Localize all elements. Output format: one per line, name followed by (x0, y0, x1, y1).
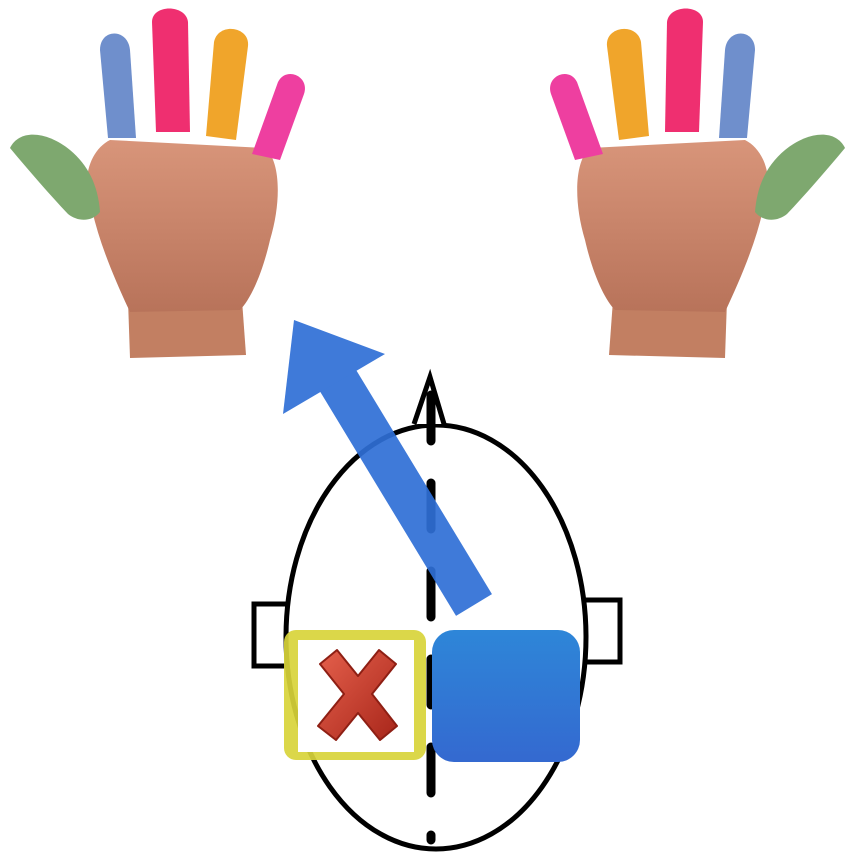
head-diagram (254, 377, 620, 849)
right-ring-finger (607, 29, 649, 140)
left-thumb (10, 135, 100, 220)
right-ear (584, 600, 620, 662)
left-hemisphere-block (284, 630, 426, 760)
left-hand (10, 9, 305, 359)
left-index-finger (100, 34, 136, 139)
right-index-finger (719, 34, 755, 139)
right-hand-palm (577, 140, 768, 312)
left-ring-finger (206, 29, 248, 140)
right-hand (550, 9, 845, 359)
left-middle-finger (152, 9, 190, 133)
right-little-finger (550, 74, 603, 160)
left-hand-palm (87, 140, 278, 312)
right-hemisphere-block (432, 630, 580, 762)
right-thumb (755, 135, 845, 220)
right-middle-finger (665, 9, 703, 133)
left-little-finger (252, 74, 305, 160)
